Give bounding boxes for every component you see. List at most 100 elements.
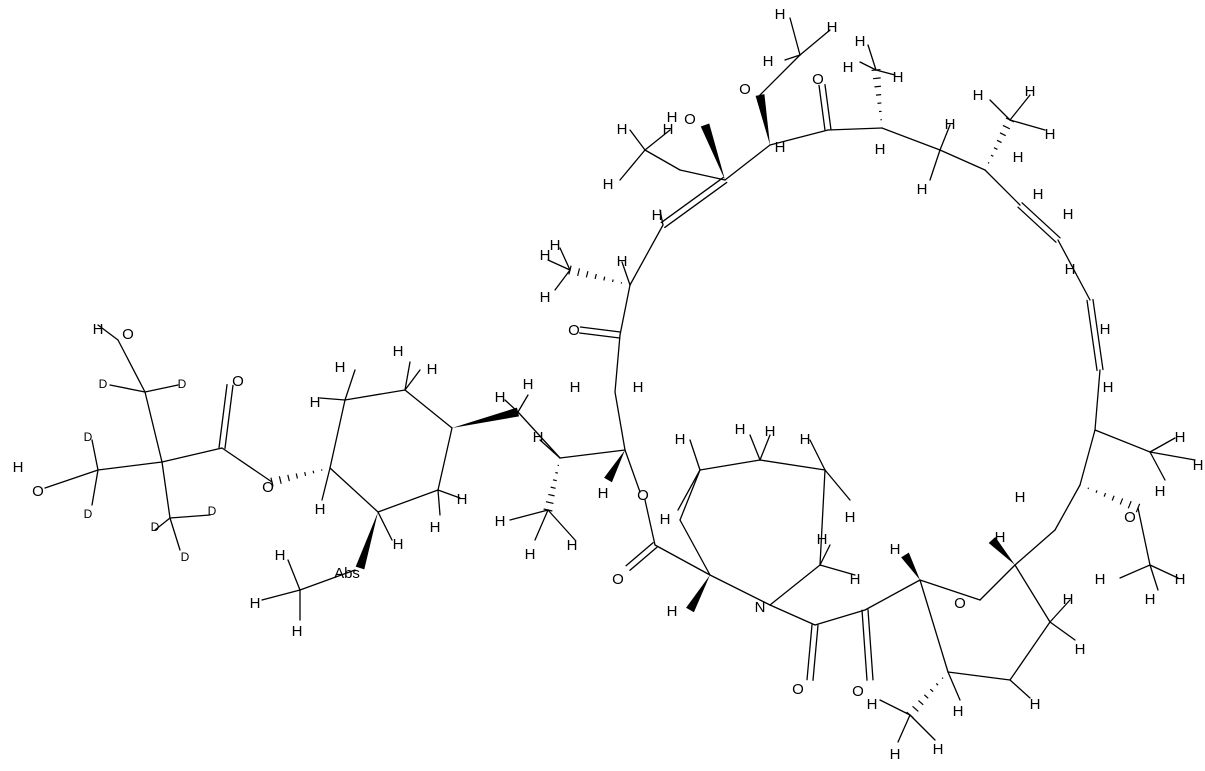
single-bond (815, 610, 865, 625)
hash-bond-stroke (546, 502, 554, 504)
hydrogen-label: H (893, 69, 904, 86)
hydrogen-label: H (1033, 186, 1044, 203)
hash-bond-stroke (988, 163, 989, 164)
oxygen-label: O (1124, 509, 1136, 526)
hydrogen-label: H (933, 741, 944, 758)
wedge-bond (356, 512, 378, 569)
hash-bond-stroke (875, 86, 881, 87)
hydrogen-label: H (890, 746, 901, 763)
single-bond (898, 715, 910, 742)
single-bond (770, 605, 815, 625)
deuterium-label: D (181, 550, 190, 564)
hydrogen-label: H (1025, 83, 1036, 100)
hydrogen-label: H (550, 237, 561, 254)
hydrogen-label: H (1013, 149, 1024, 166)
single-bond (222, 448, 272, 482)
single-bond (620, 150, 645, 180)
hash-bond-stroke (876, 95, 881, 96)
hydrogen-label: H (775, 6, 786, 23)
single-bond (1015, 565, 1050, 622)
single-bond (110, 385, 145, 392)
hydrogen-label: H (855, 33, 866, 50)
hydrogen-label: H (430, 519, 441, 536)
hydrogen-label: H (827, 19, 838, 36)
single-bond (262, 590, 300, 600)
hydrogen-label: H (617, 121, 628, 138)
oxygen-label: O (954, 595, 966, 612)
hash-bond-stroke (942, 678, 943, 679)
hydrogen-label: H (275, 547, 286, 564)
double-bond-line (1087, 300, 1097, 370)
hydrogen-label: H (617, 253, 628, 270)
hydrogen-label: H (93, 321, 104, 338)
single-bond (170, 515, 210, 518)
oxygen-label: O (232, 373, 244, 390)
single-bond (555, 270, 570, 290)
single-bond (750, 435, 760, 460)
single-bond (690, 440, 700, 470)
single-bond (145, 392, 162, 462)
hydrogen-label: H (953, 703, 964, 720)
hydrogen-label: H (917, 181, 928, 198)
hash-bond-stroke (991, 155, 993, 156)
single-bond (1095, 370, 1100, 430)
oxygen-label: O (568, 322, 580, 339)
hydrogen-label: H (495, 513, 506, 530)
single-bond (645, 150, 680, 170)
hash-bond-stroke (553, 480, 557, 481)
single-bond (1150, 438, 1175, 452)
oxygen-label: O (852, 683, 864, 700)
hydrogen-label: H (817, 531, 828, 548)
oxygen-label: O (612, 571, 624, 588)
single-bond (678, 470, 700, 510)
hydrogen-label: H (675, 431, 686, 448)
hash-bond-stroke (548, 494, 554, 495)
single-bond (510, 510, 548, 520)
hydrogen-label: H (850, 571, 861, 588)
double-bond-line (819, 85, 825, 130)
single-bond (625, 450, 640, 492)
single-bond (615, 392, 625, 450)
hash-bond-stroke (997, 140, 1002, 142)
single-bond (345, 370, 355, 400)
single-bond (518, 395, 528, 412)
single-bond (92, 440, 98, 470)
oxygen-label: O (812, 71, 824, 88)
single-bond (1150, 452, 1195, 460)
wedge-bond (686, 575, 710, 612)
nitrogen-label: N (755, 599, 766, 616)
hydrogen-label: H (292, 623, 303, 640)
hydrogen-label: H (867, 696, 878, 713)
double-bond-line (1022, 203, 1060, 238)
single-bond (760, 460, 825, 470)
hash-bond-stroke (279, 476, 281, 483)
double-bond-line (580, 333, 620, 338)
hydrogen-label: H (667, 603, 678, 620)
single-bond (322, 468, 330, 500)
single-bond (828, 128, 882, 130)
oxygen-label: O (637, 487, 649, 504)
single-bond (320, 398, 345, 400)
single-bond (535, 510, 548, 540)
single-bond (438, 428, 452, 490)
single-bond (910, 715, 935, 740)
single-bond (162, 448, 222, 462)
deuterium-label: D (84, 507, 93, 521)
hash-bond-stroke (578, 268, 580, 275)
single-bond (1015, 530, 1055, 565)
hydrogen-label: H (598, 485, 609, 502)
hydrogen-label: H (763, 53, 774, 70)
single-bond (920, 580, 980, 600)
hydrogen-label: H (525, 546, 536, 563)
oxygen-label: O (739, 81, 751, 98)
single-bond (865, 580, 920, 610)
hydrogen-label: H (890, 541, 901, 558)
wedge-bond (901, 553, 920, 580)
single-bond (645, 500, 655, 545)
hydrogen-label: H (603, 176, 614, 193)
hash-bond-stroke (288, 475, 290, 481)
hash-bond-stroke (994, 148, 997, 150)
hydrogen-label: H (633, 379, 644, 396)
